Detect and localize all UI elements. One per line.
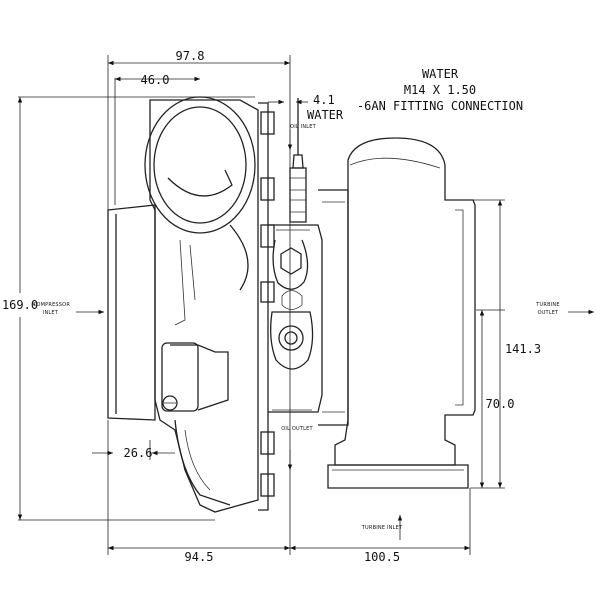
- turbine-outlet-label-1: TURBINE: [535, 302, 559, 308]
- dimension-text: 97.8 46.0 4.1 WATER 169.0 26.6 94.5 100.…: [2, 49, 541, 564]
- note-line-2: M14 X 1.50: [404, 83, 476, 97]
- dim-70-0: 70.0: [486, 397, 515, 411]
- dim-water-label: WATER: [307, 108, 344, 122]
- compressor-inlet-label-1: COMPRESSOR: [33, 302, 70, 308]
- dim-26-6: 26.6: [124, 446, 153, 460]
- dim-100-5: 100.5: [364, 550, 400, 564]
- dim-46-0: 46.0: [141, 73, 170, 87]
- note-line-3: -6AN FITTING CONNECTION: [357, 99, 523, 113]
- center-section: [268, 98, 323, 413]
- dim-169-0: 169.0: [2, 298, 38, 312]
- turbine-inlet-label: TURBINE INLET: [361, 525, 403, 531]
- oil-outlet-label: OIL OUTLET: [281, 426, 313, 432]
- turbine-outlet-label-2: OUTLET: [538, 310, 560, 316]
- compressor-inlet-label-2: INLET: [43, 310, 59, 316]
- flange-bolts: [258, 102, 275, 511]
- dimension-lines: [17, 55, 594, 555]
- dim-141-3: 141.3: [505, 342, 541, 356]
- water-note: WATER M14 X 1.50 -6AN FITTING CONNECTION: [357, 67, 523, 113]
- port-labels: OIL INLET OIL OUTLET COMPRESSOR INLET TU…: [33, 124, 560, 531]
- dim-4-1: 4.1: [313, 93, 335, 107]
- turbine-housing: [318, 137, 476, 489]
- note-line-1: WATER: [422, 67, 459, 81]
- dim-94-5: 94.5: [185, 550, 214, 564]
- oil-inlet-label: OIL INLET: [290, 124, 317, 130]
- dim-97-8: 97.8: [176, 49, 205, 63]
- compressor-housing: [107, 96, 259, 513]
